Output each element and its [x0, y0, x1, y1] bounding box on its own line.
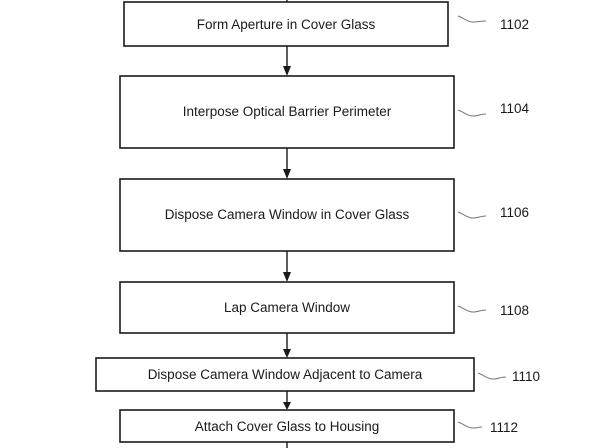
step-box-1108 — [119, 281, 455, 334]
step-box-1110 — [95, 357, 475, 392]
step-label-1102: Form Aperture in Cover Glass — [197, 17, 376, 32]
leader-line-1112 — [457, 421, 483, 429]
step-label-1110: Dispose Camera Window Adjacent to Camera — [148, 367, 423, 382]
step-label-1108: Lap Camera Window — [224, 300, 350, 315]
step-1108: Lap Camera Window — [119, 281, 455, 334]
ref-number-1102: 1102 — [500, 17, 529, 32]
step-box-1104 — [119, 75, 455, 149]
step-label-1104: Interpose Optical Barrier Perimeter — [183, 104, 392, 119]
leader-line-1104 — [457, 109, 487, 117]
leader-line-1110 — [477, 372, 507, 380]
step-label-1112: Attach Cover Glass to Housing — [195, 419, 380, 434]
step-1102: Form Aperture in Cover Glass — [123, 1, 449, 47]
arrowhead-1112 — [283, 402, 291, 410]
arrowhead-1104 — [283, 66, 291, 76]
step-box-1106 — [119, 178, 455, 252]
step-1110: Dispose Camera Window Adjacent to Camera — [95, 357, 475, 392]
ref-number-1110: 1110 — [512, 369, 540, 384]
ref-number-1108: 1108 — [500, 303, 529, 318]
step-box-1112 — [119, 409, 455, 443]
step-label-1106: Dispose Camera Window in Cover Glass — [165, 207, 410, 222]
step-1112: Attach Cover Glass to Housing — [119, 409, 455, 443]
ref-number-1106: 1106 — [500, 205, 529, 220]
arrowhead-1110 — [283, 349, 291, 358]
ref-number-1104: 1104 — [500, 101, 530, 116]
leader-line-1102 — [457, 15, 487, 23]
step-1106: Dispose Camera Window in Cover Glass — [119, 178, 455, 252]
ref-number-1112: 1112 — [490, 420, 518, 435]
leader-line-1106 — [457, 211, 487, 219]
arrowhead-1106 — [283, 169, 291, 179]
leader-line-1108 — [457, 305, 487, 313]
step-box-1102 — [123, 1, 449, 47]
step-1104: Interpose Optical Barrier Perimeter — [119, 75, 455, 149]
arrowhead-1108 — [283, 272, 291, 282]
